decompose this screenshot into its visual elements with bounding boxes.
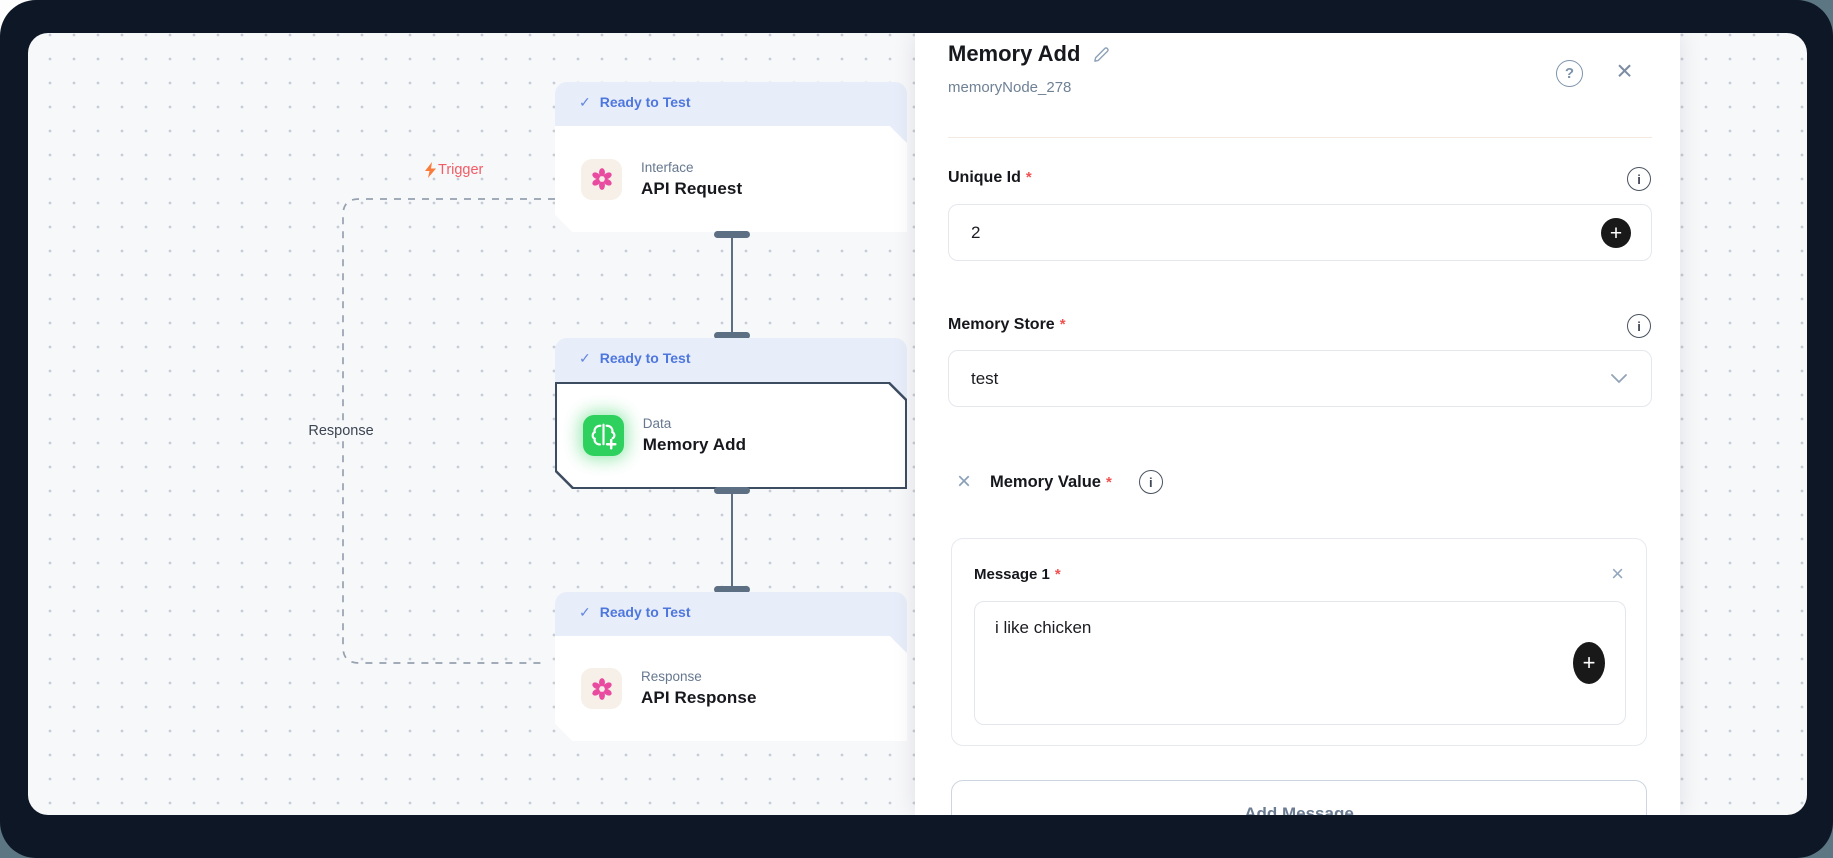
memory-value-row: × Memory Value* i [957, 470, 1163, 494]
lightning-bolt-icon [425, 162, 436, 178]
node-id-label: memoryNode_278 [948, 79, 1072, 96]
memory-store-select[interactable]: test [948, 350, 1652, 407]
status-text: Ready to Test [599, 604, 691, 620]
info-icon[interactable]: i [1627, 167, 1651, 191]
message-value: i like chicken [995, 618, 1092, 637]
edge-label-trigger: Trigger [424, 162, 483, 178]
connector-line [730, 494, 734, 586]
node-title: API Request [641, 178, 743, 198]
info-icon[interactable]: i [1627, 314, 1651, 338]
chevron-down-icon [1611, 374, 1627, 384]
node-api-response[interactable]: ✓ Ready to Test [555, 592, 907, 662]
remove-message-icon[interactable]: × [1611, 561, 1624, 586]
panel-title-row: Memory Add [948, 41, 1111, 67]
node-api-request[interactable]: ✓ Ready to Test [555, 82, 907, 152]
message-header: Message 1* × [974, 563, 1624, 585]
memory-value-label: Memory Value* [990, 472, 1112, 491]
edit-pencil-icon[interactable] [1092, 45, 1111, 64]
close-icon[interactable]: × [1616, 54, 1633, 86]
status-text: Ready to Test [599, 94, 691, 110]
node-category: Data [642, 416, 672, 431]
required-marker: * [1025, 169, 1032, 186]
required-marker: * [1059, 316, 1066, 333]
connector [714, 487, 750, 593]
port-handle[interactable] [714, 332, 750, 339]
port-handle[interactable] [714, 487, 750, 494]
connector [714, 231, 750, 339]
api-flower-icon [581, 668, 622, 709]
message-textarea[interactable]: i like chicken + [974, 601, 1626, 725]
edge-label-response: Response [290, 421, 392, 441]
message-card: Message 1* × i like chicken + [951, 538, 1647, 746]
memory-store-label: Memory Store* [948, 316, 1066, 333]
api-flower-icon [581, 159, 622, 200]
node-card[interactable]: Response API Response [555, 636, 907, 741]
status-text: Ready to Test [599, 350, 691, 366]
add-message-button[interactable]: Add Message [951, 780, 1647, 815]
header-divider [948, 137, 1652, 138]
unique-id-label: Unique Id* [948, 169, 1032, 186]
memory-store-value: test [971, 368, 999, 388]
unique-id-value: 2 [971, 222, 981, 242]
message-label: Message 1* [974, 565, 1061, 583]
panel-title: Memory Add [948, 41, 1081, 66]
plus-icon[interactable]: + [1601, 218, 1631, 248]
port-handle[interactable] [714, 231, 750, 238]
unique-id-input[interactable]: 2 + [948, 204, 1652, 261]
collapse-close-icon[interactable]: × [957, 468, 972, 495]
check-icon: ✓ [579, 94, 591, 110]
node-title: API Response [641, 688, 757, 707]
properties-panel: Memory Add memoryNode_278 ? × Unique Id*… [915, 33, 1680, 815]
node-memory-add[interactable]: ✓ Ready to Test [555, 338, 907, 408]
node-card[interactable]: Interface API Request [555, 126, 907, 232]
editor-window: Trigger Response ✓ Ready to Test [28, 33, 1807, 815]
info-icon[interactable]: i [1138, 470, 1163, 494]
memory-brain-icon [583, 415, 624, 456]
port-handle[interactable] [714, 586, 750, 593]
node-category: Response [641, 669, 702, 684]
connector-line [730, 238, 734, 332]
check-icon: ✓ [579, 350, 591, 366]
node-category: Interface [641, 159, 694, 175]
check-icon: ✓ [579, 604, 591, 620]
node-card-selected[interactable]: Data Memory Add [555, 382, 907, 489]
help-icon[interactable]: ? [1556, 60, 1583, 87]
plus-icon[interactable]: + [1573, 642, 1605, 684]
node-title: Memory Add [642, 435, 747, 454]
